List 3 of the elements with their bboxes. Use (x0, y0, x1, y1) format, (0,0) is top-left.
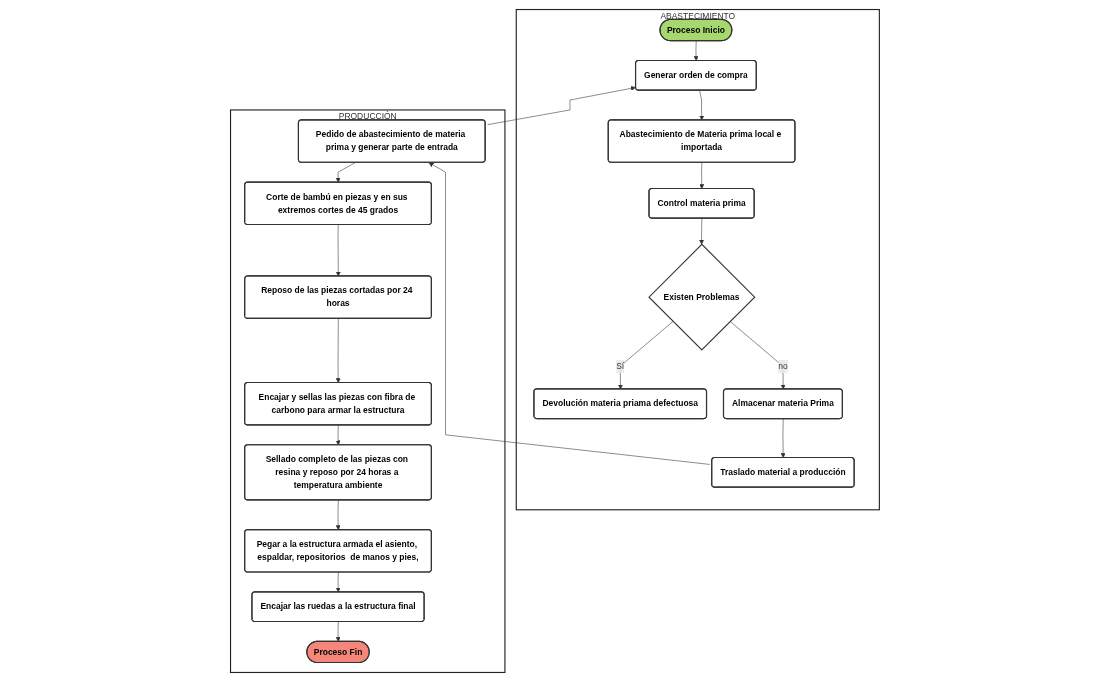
edge-label: Sí (616, 361, 625, 371)
edge-label: no (778, 361, 788, 371)
node-diamond: Existen Problemas (648, 243, 756, 351)
